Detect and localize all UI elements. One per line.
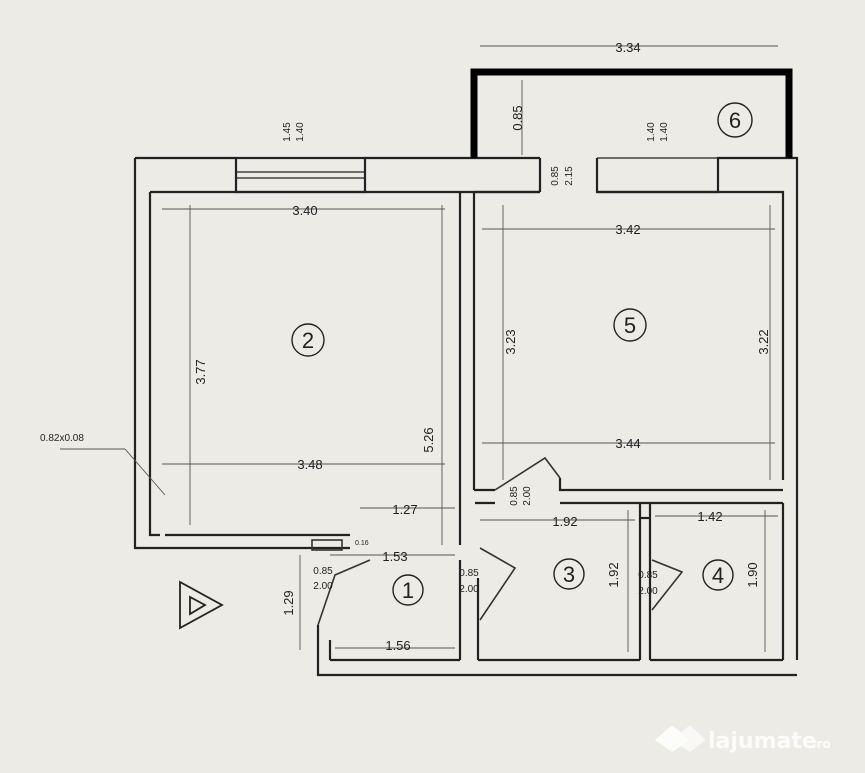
door-room4 — [651, 559, 684, 611]
dim-room2-bottom: 3.48 — [297, 457, 322, 472]
dim-win2-h: 1.40 — [295, 122, 306, 142]
dim-balcony-door-h: 2.15 — [564, 166, 575, 186]
dim-room4-1-90: 1.90 — [745, 562, 760, 587]
room-3-label: 3 — [563, 562, 575, 587]
watermark: lajumate .ro — [655, 725, 831, 754]
dim-room2-right: 5.26 — [421, 427, 436, 452]
door-room5 — [494, 456, 561, 491]
dim-entry-door-w: 0.85 — [313, 566, 333, 577]
dim-balcony-door-w: 0.85 — [550, 166, 561, 186]
dim-entry-door-h: 2.00 — [313, 581, 333, 592]
room-labels — [291, 102, 753, 606]
door-entry — [317, 559, 371, 626]
dim-win5-h: 1.40 — [659, 122, 670, 142]
room-1-label: 1 — [402, 578, 414, 603]
wall-room2-inner — [148, 192, 350, 537]
dim-win5-w: 1.40 — [646, 122, 657, 142]
dimension-lines — [60, 45, 778, 652]
balcony-outline — [470, 68, 793, 158]
dim-room3-1-92: 1.92 — [606, 562, 621, 587]
dim-1-27: 1.27 — [392, 502, 417, 517]
dim-room5-bottom: 3.44 — [615, 436, 640, 451]
wall-room5-bottom — [474, 478, 783, 505]
lajumate-logo-icon — [655, 725, 706, 752]
dim-1-53: 1.53 — [382, 549, 407, 564]
window-room2 — [234, 156, 367, 194]
dim-1-92-h: 1.92 — [552, 514, 577, 529]
dim-room5-left: 3.23 — [503, 329, 518, 354]
dim-balcony-depth: 0.85 — [510, 105, 525, 130]
room-5-label: 5 — [624, 313, 636, 338]
dim-niche-small: 0.16 — [355, 540, 369, 547]
dim-niche-label: 0.82x0.08 — [40, 433, 84, 444]
door-swings — [311, 456, 684, 626]
dim-room5-top: 3.42 — [615, 222, 640, 237]
dim-room2-top: 3.40 — [292, 203, 317, 218]
dim-door1-w: 0.85 — [459, 568, 479, 579]
wall-room2-outer — [133, 156, 540, 550]
room-2-label: 2 — [302, 328, 314, 353]
wall-room3-4 — [638, 503, 785, 660]
dim-door5-h: 2.00 — [522, 486, 533, 506]
dim-1-29: 1.29 — [281, 590, 296, 615]
dim-1-56: 1.56 — [385, 638, 410, 653]
dim-win2-w: 1.45 — [282, 122, 293, 142]
wall-partition-2-5 — [458, 192, 476, 545]
dim-door1-h: 2.00 — [459, 584, 479, 595]
dim-door4-h: 2.00 — [638, 586, 658, 597]
watermark-brand: lajumate — [708, 729, 817, 754]
dim-room5-right: 3.22 — [756, 329, 771, 354]
dim-door4-w: 0.85 — [638, 570, 658, 581]
room-6-label: 6 — [729, 108, 741, 133]
wall-bottom — [316, 658, 797, 677]
dim-room2-left: 3.77 — [193, 359, 208, 384]
room-4-label: 4 — [712, 563, 724, 588]
dim-balcony-width: 3.34 — [615, 40, 640, 55]
door-room1 — [479, 547, 517, 621]
dimension-labels: 3.34 0.85 1.45 1.40 1.40 1.40 0.85 2.15 … — [40, 40, 771, 653]
walls — [133, 156, 799, 677]
dim-door5-w: 0.85 — [509, 486, 520, 506]
wall-room5-top — [538, 156, 799, 660]
triangle-entry-icon — [179, 580, 224, 630]
watermark-suffix: .ro — [812, 737, 831, 751]
dim-1-42: 1.42 — [697, 509, 722, 524]
